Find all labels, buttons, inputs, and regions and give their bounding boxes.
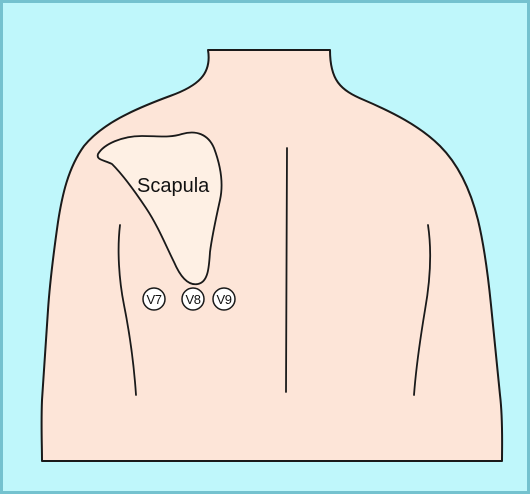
lead-v8-label: V8 <box>186 292 201 307</box>
lead-v8: V8 <box>182 288 204 310</box>
scapula-label: Scapula <box>137 175 210 197</box>
lead-v7-label: V7 <box>147 292 162 307</box>
spine-line <box>286 148 287 392</box>
lead-v7: V7 <box>143 288 165 310</box>
lead-v9-label: V9 <box>217 292 232 307</box>
lead-v9: V9 <box>213 288 235 310</box>
